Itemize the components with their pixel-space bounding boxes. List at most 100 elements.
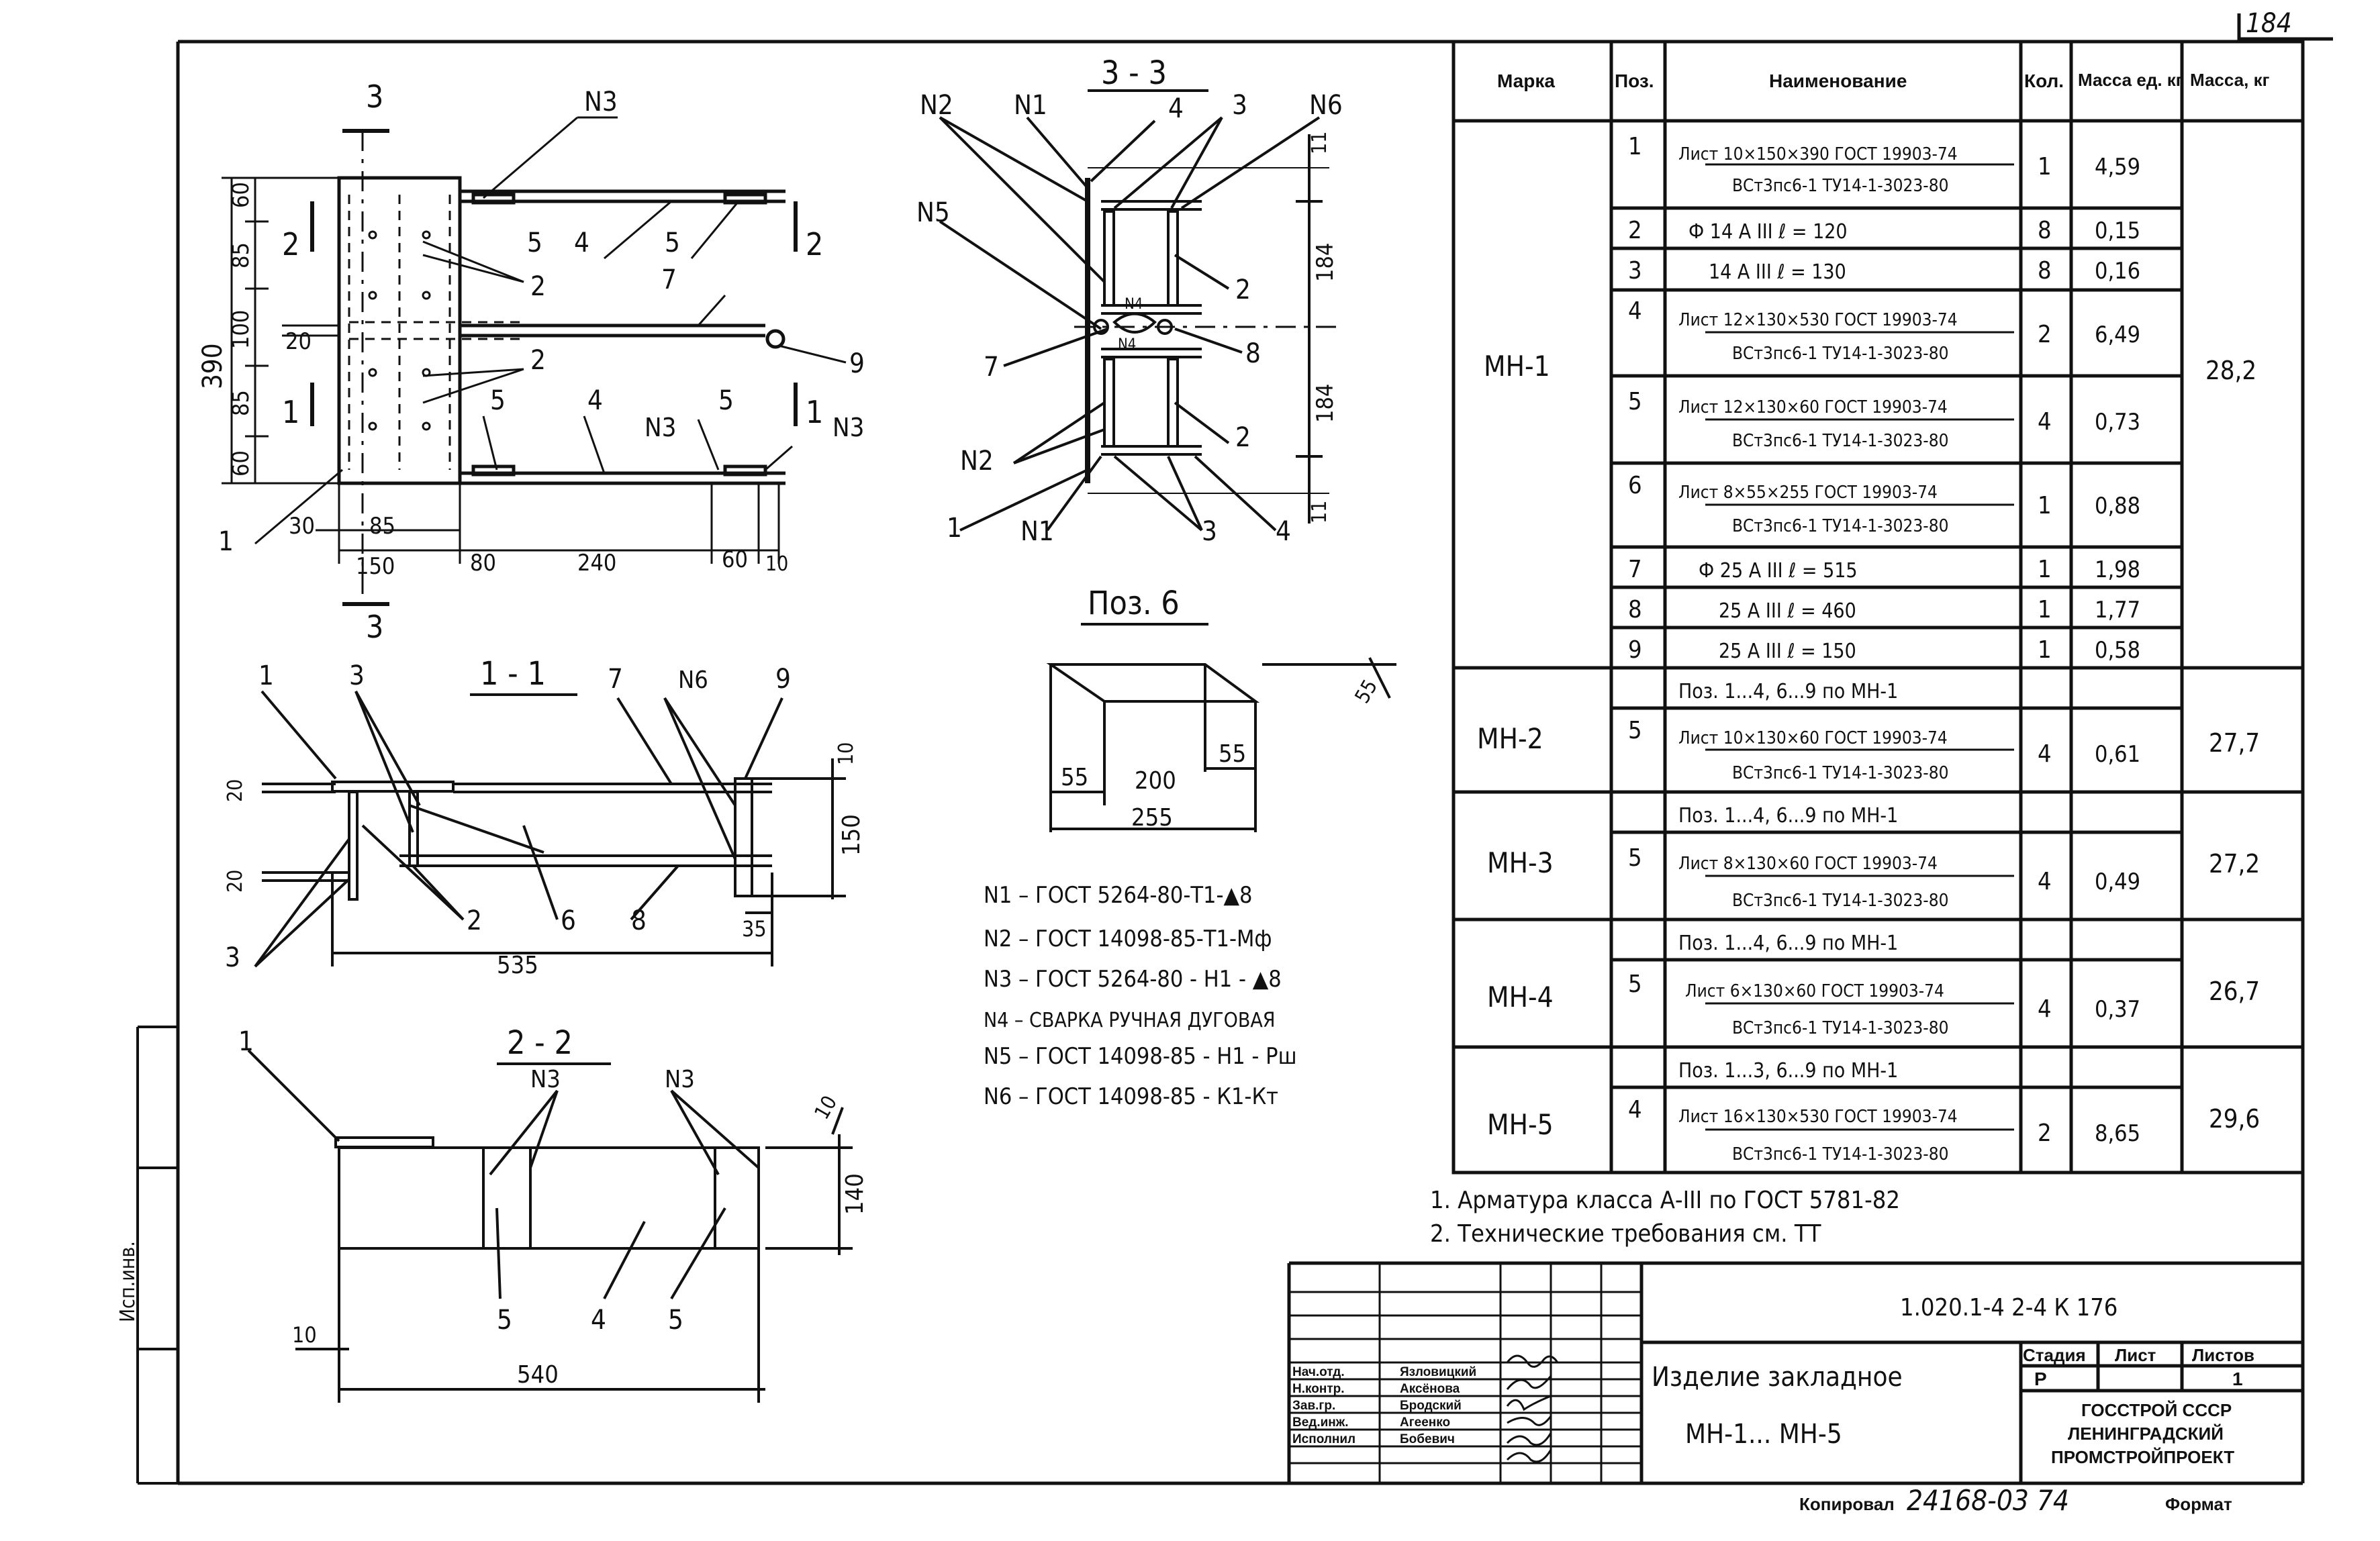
section-label: 5	[668, 1305, 683, 1336]
pos-cell: 5	[1628, 971, 1642, 998]
name-cell: Лист 16×130×530 ГОСТ 19903-74	[1678, 1107, 1958, 1127]
pos6-dim: 55	[1061, 764, 1088, 791]
org-line1: ГОССТРОЙ СССР	[2081, 1400, 2232, 1420]
plan-label: 1	[218, 526, 234, 557]
qty-cell: 8	[2038, 217, 2052, 244]
table-header: Марка	[1497, 70, 1555, 91]
plan-label: 5	[490, 385, 506, 416]
plan-dim: 100	[228, 310, 254, 349]
weld-note: N2 – ГОСТ 14098-85-Т1-Мф	[984, 926, 1272, 952]
name-cell: Лист 10×130×60 ГОСТ 19903-74	[1678, 728, 1948, 748]
qty-cell: 1	[2038, 636, 2052, 664]
org-line2: ЛЕНИНГРАДСКИЙ	[2068, 1424, 2224, 1444]
unit-mass-cell: 6,49	[2095, 321, 2140, 348]
plan-dim: 85	[228, 242, 254, 268]
table-header: Наименование	[1769, 70, 1907, 91]
total-mass-cell: 27,2	[2209, 849, 2260, 879]
weld-note: N6 – ГОСТ 14098-85 - К1-Кт	[984, 1083, 1278, 1110]
section-label: 3	[1232, 90, 1247, 121]
mark-cell: МН-4	[1487, 981, 1554, 1013]
pos-cell: 4	[1628, 1096, 1642, 1124]
name-cell: ВСт3пс6-1 ТУ14-1-3023-80	[1732, 176, 1948, 196]
section-label: N2	[960, 446, 994, 477]
section-label: N5	[916, 197, 950, 228]
section-label: 7	[608, 664, 623, 695]
plan-cut2-left: 2	[282, 226, 299, 262]
plan-dim: 150	[356, 553, 395, 580]
org-line3: ПРОМСТРОЙПРОЕКТ	[2051, 1447, 2234, 1467]
section-dim: 20	[224, 870, 247, 893]
section-dim: 10	[835, 742, 858, 765]
pos-cell: 4	[1628, 297, 1642, 325]
pos-cell: 7	[1628, 556, 1642, 583]
pos-cell: 9	[1628, 636, 1642, 664]
pos6-dim: 55	[1219, 740, 1246, 768]
name-cell: Аксёнова	[1400, 1382, 1460, 1396]
qty-cell: 2	[2038, 1120, 2052, 1147]
section-label: N6	[1309, 90, 1343, 121]
section-label: N4	[1118, 336, 1136, 353]
pos-cell: 3	[1628, 257, 1642, 285]
plan-label: 5	[527, 228, 542, 258]
name-cell: ВСт3пс6-1 ТУ14-1-3023-80	[1732, 431, 1948, 451]
pos6-title: Поз. 6	[1088, 585, 1180, 622]
weld-notes: N1 – ГОСТ 5264-80-Т1-▲8 N2 – ГОСТ 14098-…	[984, 882, 1297, 1110]
role-cell: Вед.инж.	[1292, 1415, 1349, 1430]
unit-mass-cell: 1,77	[2095, 597, 2140, 624]
mark-cell: МН-3	[1487, 846, 1554, 879]
section-label: 5	[497, 1305, 512, 1336]
section-label: N1	[1014, 90, 1047, 121]
total-mass-cell: 28,2	[2205, 356, 2256, 385]
plan-dim: 85	[369, 513, 395, 540]
plan-dim: 240	[577, 550, 616, 577]
section-title: 2 - 2	[507, 1024, 573, 1062]
title-block: Нач.отд. Н.контр. Зав.гр. Вед.инж. Испол…	[1287, 1261, 2303, 1483]
role-cell: Исполнил	[1292, 1432, 1355, 1446]
table-header: Поз.	[1615, 70, 1654, 91]
side-label: Исп.инв.	[116, 1241, 140, 1322]
qty-cell: 1	[2038, 153, 2052, 181]
stage-value: Р	[2034, 1369, 2047, 1389]
section-1-1: 1 - 1	[224, 655, 865, 979]
section-dim: 11	[1308, 132, 1331, 154]
plan-dim: 10	[765, 552, 788, 576]
section-dim: 540	[517, 1361, 559, 1389]
sheet-number: 184	[2246, 8, 2292, 39]
pos-cell: 6	[1628, 472, 1642, 499]
name-cell: Лист 6×130×60 ГОСТ 19903-74	[1685, 981, 1944, 1001]
pos-cell: 5	[1628, 388, 1642, 415]
name-cell: Лист 12×130×530 ГОСТ 19903-74	[1678, 310, 1958, 330]
section-3-3: 3 - 3	[916, 54, 1343, 547]
plan-label: 7	[661, 264, 677, 295]
plan-dim: 85	[228, 390, 254, 416]
section-dim: 11	[1308, 501, 1331, 524]
section-label: N3	[530, 1066, 561, 1093]
section-label: 6	[561, 905, 576, 936]
name-cell: Лист 12×130×60 ГОСТ 19903-74	[1678, 397, 1948, 417]
unit-mass-cell: 0,37	[2095, 996, 2140, 1023]
name-cell: Бродский	[1400, 1399, 1462, 1413]
name-cell: ВСт3пс6-1 ТУ14-1-3023-80	[1732, 763, 1948, 783]
plan-label: N3	[584, 87, 618, 117]
mark-cell: МН-5	[1487, 1108, 1554, 1141]
name-cell: ВСт3пс6-1 ТУ14-1-3023-80	[1732, 1018, 1948, 1038]
unit-mass-cell: 1,98	[2095, 556, 2140, 583]
pos-cell: 5	[1628, 717, 1642, 744]
plan-label: 5	[665, 228, 680, 258]
name-cell: Бобевич	[1400, 1432, 1455, 1446]
plan-dim: 60	[228, 182, 254, 208]
plan-label: 2	[530, 345, 546, 376]
qty-cell: 4	[2038, 740, 2052, 768]
qty-cell: 8	[2038, 257, 2052, 285]
side-stamp	[136, 1026, 195, 1485]
section-label: 2	[1235, 275, 1251, 305]
section-dim: 150	[838, 814, 865, 856]
plan-view: 3 3 2 2 1 1 N3 5 4 5 2 7 9 2 5 4 N3 5 N3…	[197, 79, 865, 645]
name-cell: ВСт3пс6-1 ТУ14-1-3023-80	[1732, 516, 1948, 536]
mark-cell: МН-2	[1477, 722, 1543, 755]
pos6-dim: 200	[1135, 767, 1176, 795]
name-cell: Ф 25 А III ℓ = 515	[1699, 559, 1858, 583]
unit-mass-cell: 0,16	[2095, 258, 2140, 285]
total-mass-cell: 27,7	[2209, 728, 2260, 758]
